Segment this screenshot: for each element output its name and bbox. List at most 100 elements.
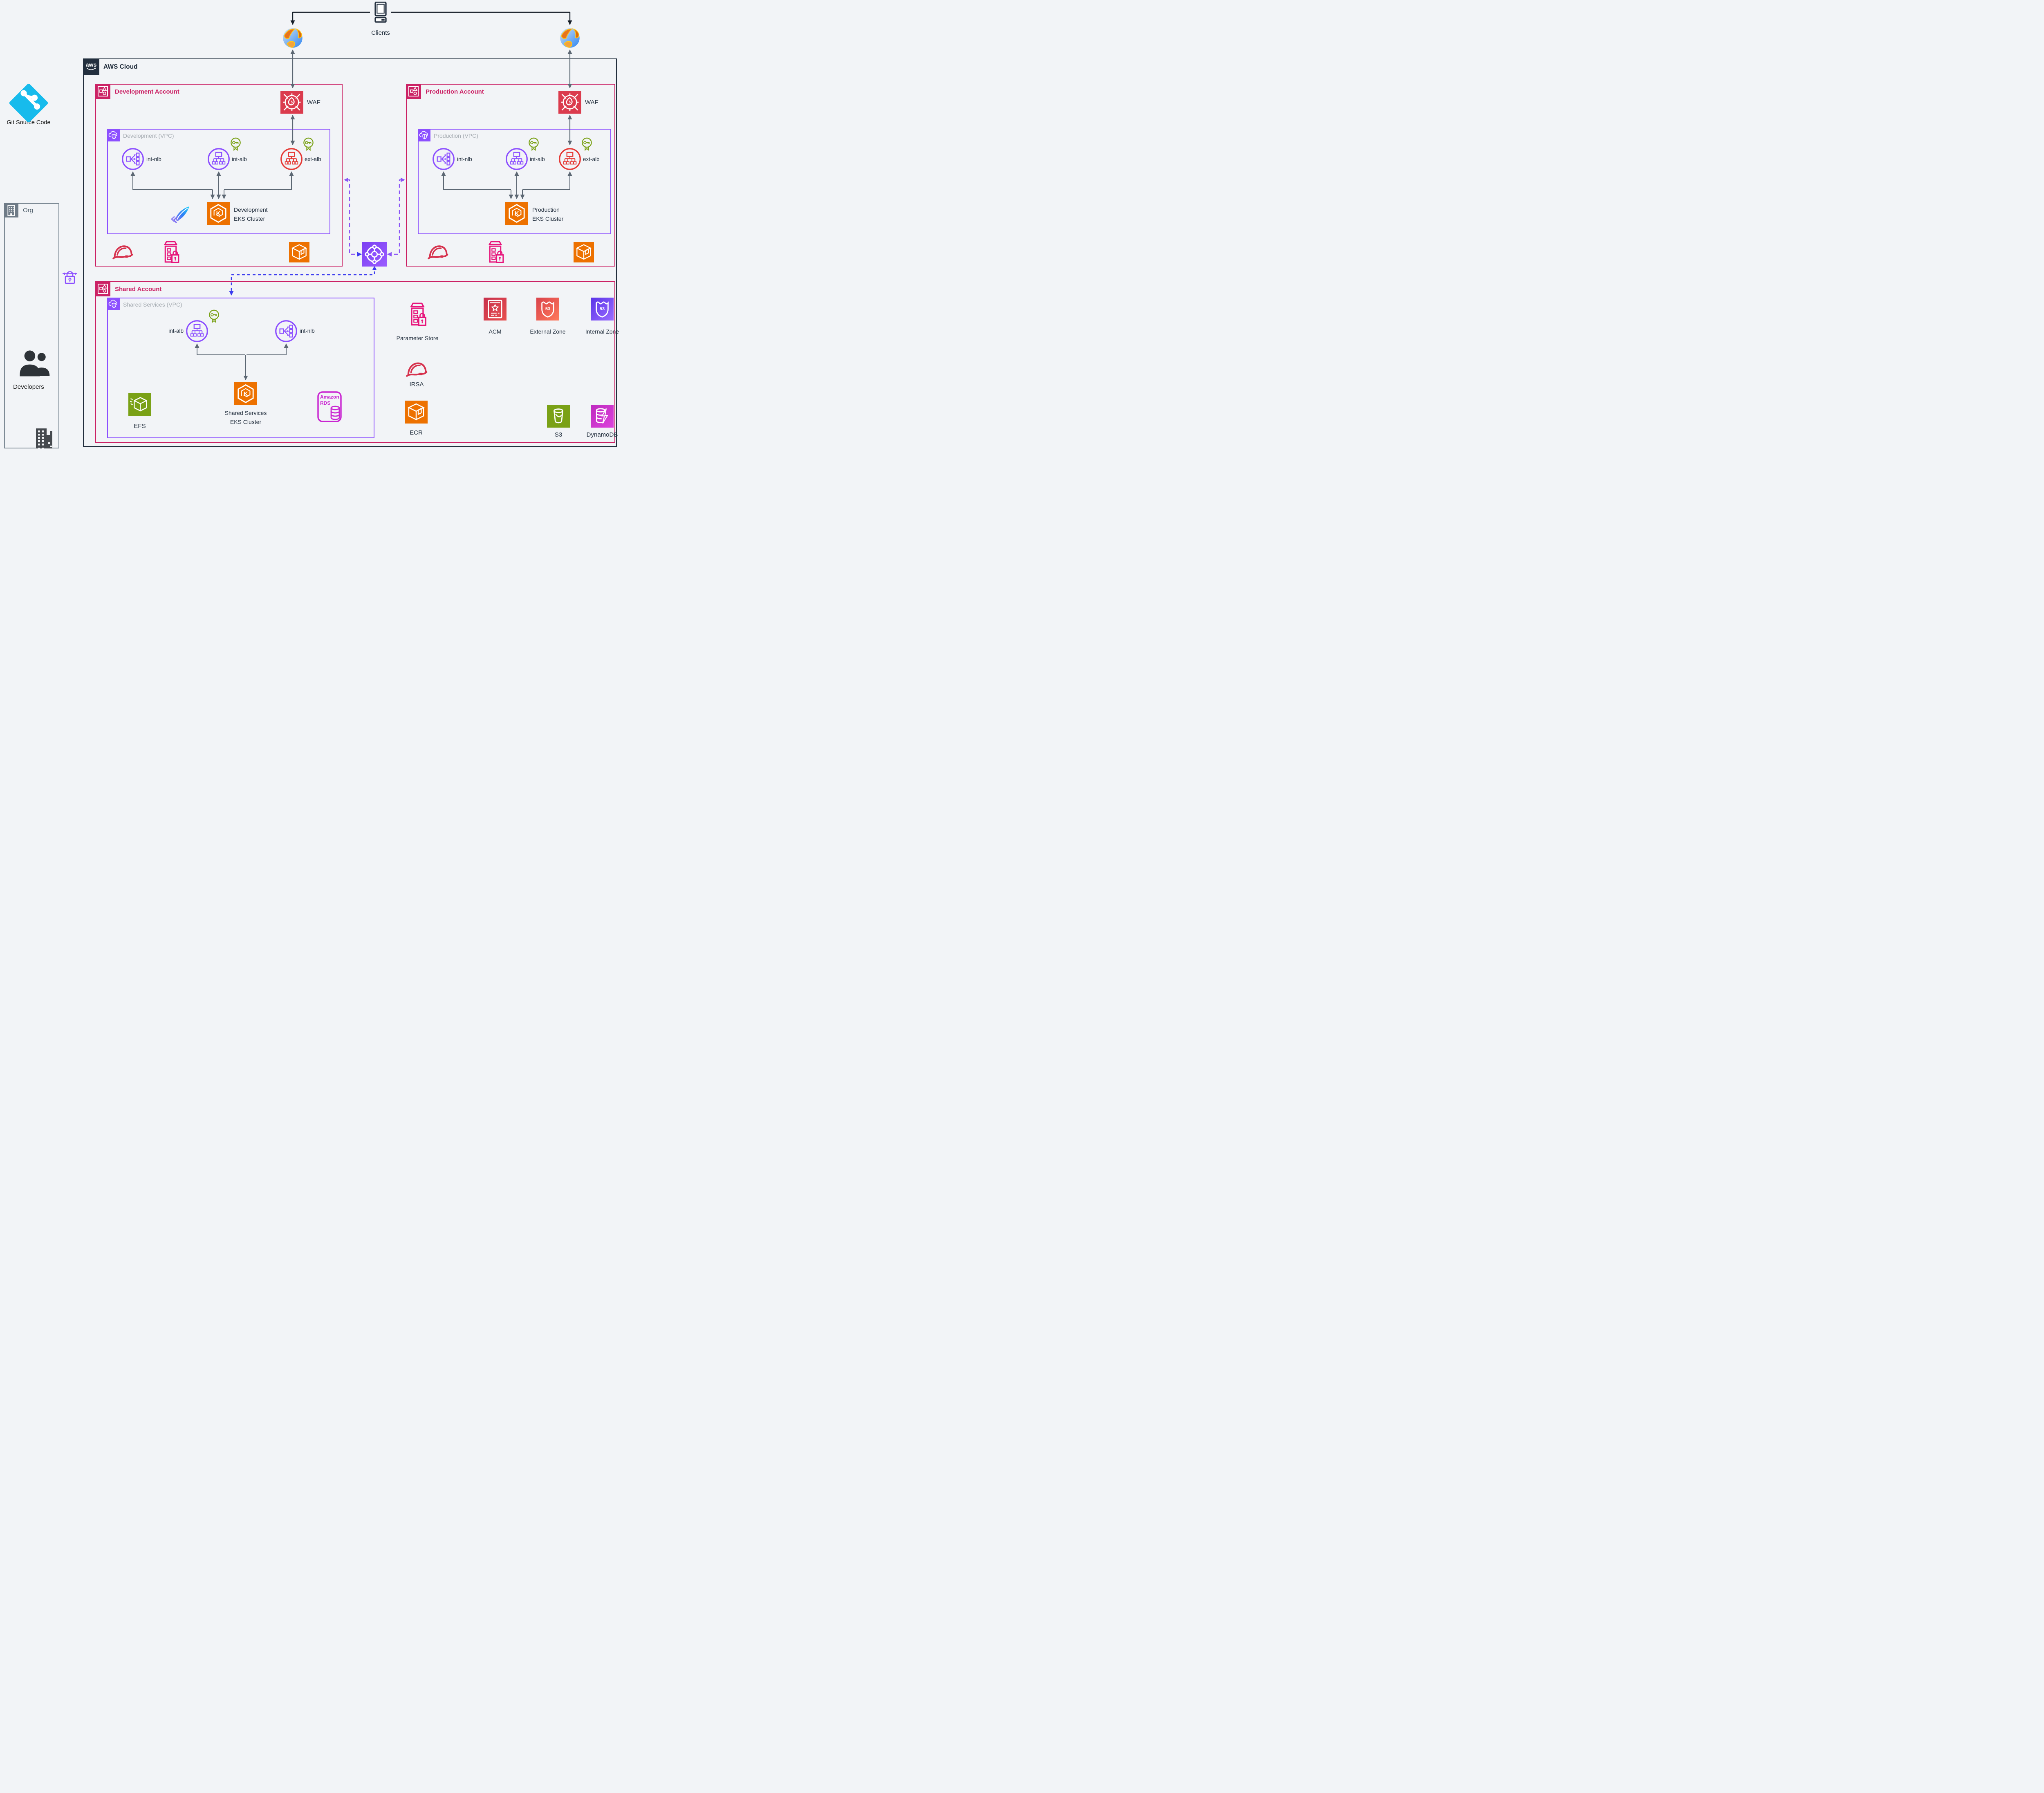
waf-label: WAF (585, 99, 598, 106)
rds-text-line2: RDS (320, 400, 331, 406)
development-vpc-group (107, 129, 330, 234)
int-alb-icon (207, 148, 230, 170)
ext-alb-icon (280, 148, 303, 170)
s3-label: S3 (554, 431, 563, 438)
efs-icon (128, 393, 151, 416)
s3-icon (547, 405, 570, 428)
parameter-store-icon (407, 303, 428, 327)
route53-number: 53 (599, 307, 605, 312)
city-building-icon (35, 428, 56, 448)
shared-account-label: Shared Account (115, 286, 162, 293)
amazon-rds-icon: Amazon RDS (317, 391, 344, 423)
production-vpc-group (418, 129, 611, 234)
prod-eks-label-line1: Production (532, 206, 560, 213)
certificate-key-icon (302, 137, 315, 151)
certificate-key-icon (229, 137, 242, 151)
parameter-store-icon (486, 241, 505, 264)
transit-gateway-icon (362, 242, 387, 267)
eks-cluster-icon: K (234, 382, 257, 405)
ext-alb-icon (558, 148, 581, 170)
git-source-code-label: Git Source Code (7, 119, 51, 126)
account-icon (95, 84, 110, 99)
certificate-key-icon (580, 137, 593, 151)
acm-label: ACM (489, 328, 502, 335)
developers-label: Developers (13, 383, 44, 390)
shared-eks-label-line2: EKS Cluster (230, 419, 262, 425)
development-account-group (95, 84, 343, 267)
int-nlb-icon (121, 148, 144, 170)
internet-globe-icon (560, 28, 580, 48)
development-vpc-label: Development (VPC) (123, 132, 174, 139)
route53-number: 53 (545, 307, 551, 312)
org-label: Org (23, 207, 34, 214)
dev-eks-label-line1: Development (234, 206, 268, 213)
certificate-key-icon (527, 137, 540, 151)
connector-lines (130, 11, 572, 380)
aws-logo-text: aws (85, 61, 97, 68)
developers-icon (18, 348, 52, 379)
eks-cluster-icon: K (505, 202, 528, 225)
waf-label: WAF (307, 99, 320, 106)
int-nlb-icon (275, 320, 298, 343)
shared-vpc-label: Shared Services (VPC) (123, 301, 182, 308)
eks-letter: K (243, 390, 248, 397)
int-alb-icon (505, 148, 528, 170)
int-nlb-icon (432, 148, 455, 170)
irsa-label: IRSA (409, 381, 424, 388)
production-account-label: Production Account (426, 88, 484, 95)
ecr-icon (405, 401, 428, 424)
rds-text-line1: Amazon (320, 394, 339, 400)
internal-zone-label: Internal Zone (585, 328, 619, 335)
secure-access-lock-icon (62, 268, 78, 286)
clients-computer-icon (370, 2, 391, 23)
clients-label: Clients (371, 29, 390, 36)
route53-external-zone-icon: 53 (536, 298, 559, 320)
aws-architecture-diagram: Clients aws AWS Cloud Development Accoun… (0, 0, 620, 448)
int-nlb-label: int-nlb (457, 156, 472, 162)
prod-eks-label-line2: EKS Cluster (532, 215, 564, 222)
feather-rocket-icon (171, 205, 191, 225)
ext-alb-label: ext-alb (305, 156, 321, 162)
int-nlb-label: int-nlb (300, 328, 315, 334)
internet-globe-icon (282, 28, 303, 48)
ecr-label: ECR (410, 429, 423, 436)
int-alb-icon (186, 320, 208, 343)
production-account-group (406, 84, 615, 267)
shared-eks-label-line1: Shared Services (224, 410, 267, 416)
vpc-icon (107, 129, 120, 141)
route53-internal-zone-icon: 53 (591, 298, 614, 320)
certificate-key-icon (208, 309, 220, 323)
shared-services-vpc-group (107, 298, 374, 438)
waf-icon (280, 91, 303, 114)
int-alb-label: int-alb (530, 156, 545, 162)
parameter-store-icon (161, 241, 180, 264)
eks-letter: K (216, 210, 221, 217)
dev-eks-label-line2: EKS Cluster (234, 215, 265, 222)
account-icon (95, 281, 110, 296)
redhat-helmet-icon (112, 243, 133, 262)
redhat-helmet-icon (427, 243, 448, 262)
waf-icon (558, 91, 581, 114)
aws-logo-icon: aws (83, 58, 99, 75)
ext-alb-label: ext-alb (583, 156, 600, 162)
org-group (4, 203, 59, 448)
external-zone-label: External Zone (530, 328, 566, 335)
eks-cluster-icon: K (207, 202, 230, 225)
aws-cloud-group (83, 58, 617, 447)
dynamodb-icon (591, 405, 614, 428)
production-vpc-label: Production (VPC) (434, 132, 478, 139)
eks-letter: K (514, 210, 519, 217)
acm-icon (484, 298, 507, 320)
ecr-icon (289, 242, 309, 262)
redhat-helmet-icon (406, 360, 428, 379)
efs-label: EFS (134, 423, 146, 430)
account-icon (406, 84, 421, 99)
aws-cloud-label: AWS Cloud (103, 63, 138, 70)
parameter-store-label: Parameter Store (396, 335, 439, 341)
dynamodb-label: DynamoDB (586, 431, 618, 438)
int-alb-label: int-alb (232, 156, 247, 162)
development-account-label: Development Account (115, 88, 179, 95)
ecr-icon (574, 242, 594, 262)
int-nlb-label: int-nlb (146, 156, 161, 162)
git-icon (9, 83, 48, 123)
